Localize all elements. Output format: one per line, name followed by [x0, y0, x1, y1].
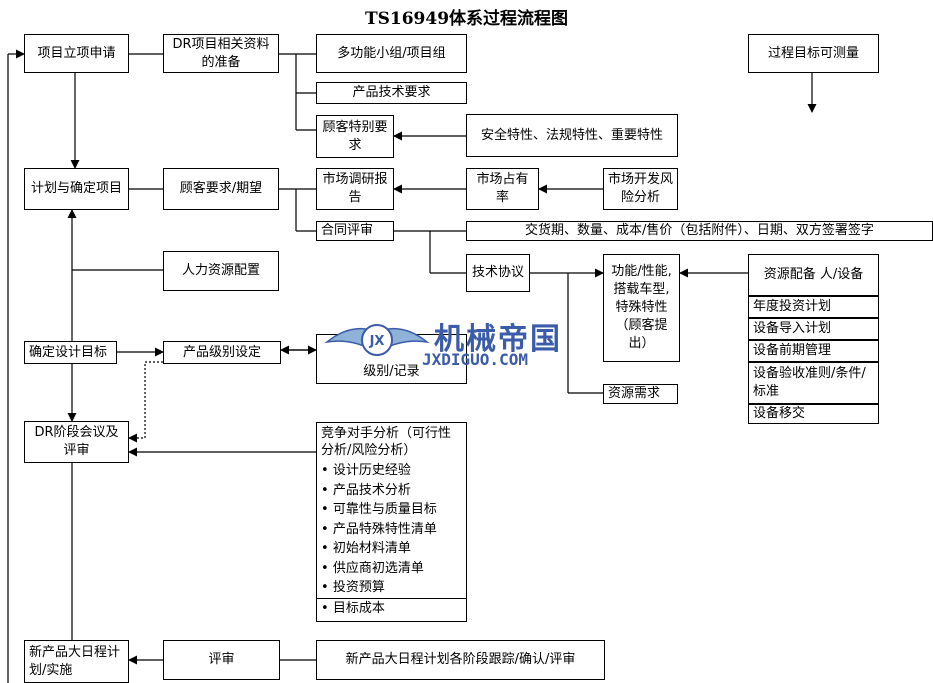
plan-project-box: 计划与确定项目 — [24, 168, 129, 210]
schedule-track-box: 新产品大日程计划各阶段跟踪/确认/评审 — [316, 640, 605, 680]
customer-req-box: 顾客要求/期望 — [163, 168, 279, 210]
tech-agreement-box: 技术协议 — [466, 254, 530, 292]
product-level-box: 产品级别设定 — [163, 341, 281, 364]
delivery-box: 交货期、数量、成本/售价（包括附件）、日期、双方签署签字 — [466, 221, 933, 241]
process-goal-box: 过程目标可测量 — [748, 34, 879, 73]
safety-box: 安全特性、法规特性、重要特性 — [466, 114, 678, 157]
design-goal-box: 确定设计目标 — [24, 341, 117, 364]
dr-prep-box: DR项目相关资料的准备 — [163, 34, 279, 73]
list-item: • 设计历史经验 — [321, 463, 411, 478]
competitor-list: 竞争对手分析（可行性分析/风险分析） • 设计历史经验 • 产品技术分析 • 可… — [316, 422, 467, 622]
market-dev-box: 市场开发风险分析 — [603, 168, 678, 210]
equip-transfer-box: 设备移交 — [748, 404, 879, 424]
list-item: • 初始材料清单 — [321, 541, 411, 556]
customer-special-box: 顾客特别要求 — [316, 115, 394, 158]
equip-early-box: 设备前期管理 — [748, 340, 879, 362]
team-box: 多功能小组/项目组 — [316, 34, 467, 73]
resources-box: 资源配备 人/设备 — [748, 254, 879, 296]
schedule-box: 新产品大日程计划/实施 — [24, 640, 129, 683]
list-item: • 产品特殊特性清单 — [321, 521, 437, 537]
list-item: • 供应商初选清单 — [321, 560, 424, 576]
equip-intro-box: 设备导入计划 — [748, 318, 879, 340]
review-box: 评审 — [163, 640, 280, 680]
equip-accept-box: 设备验收准则/条件/标准 — [748, 362, 879, 404]
level-record-box: 级别/记录 — [316, 334, 467, 384]
contract-review-box: 合同评审 — [316, 221, 394, 241]
list-item: • 目标成本 — [317, 597, 466, 619]
hr-box: 人力资源配置 — [163, 251, 279, 291]
resource-need-box: 资源需求 — [603, 384, 678, 404]
list-item: • 产品技术分析 — [321, 482, 411, 498]
list-item: • 投资预算 — [321, 580, 385, 595]
project-init-box: 项目立项申请 — [24, 34, 129, 73]
dr-review-box: DR阶段会议及评审 — [24, 421, 129, 463]
product-tech-box: 产品技术要求 — [316, 82, 467, 104]
function-box: 功能/性能,搭载车型,特殊特性（顾客提出） — [603, 254, 680, 362]
list-item: • 可靠性与质量目标 — [321, 502, 437, 517]
market-research-box: 市场调研报告 — [316, 168, 394, 210]
competitor-header: 竞争对手分析（可行性分析/风险分析） — [321, 426, 452, 458]
market-share-box: 市场占有率 — [466, 168, 539, 210]
invest-box: 年度投资计划 — [748, 296, 879, 318]
page-title: TS16949体系过程流程图 — [364, 9, 569, 29]
